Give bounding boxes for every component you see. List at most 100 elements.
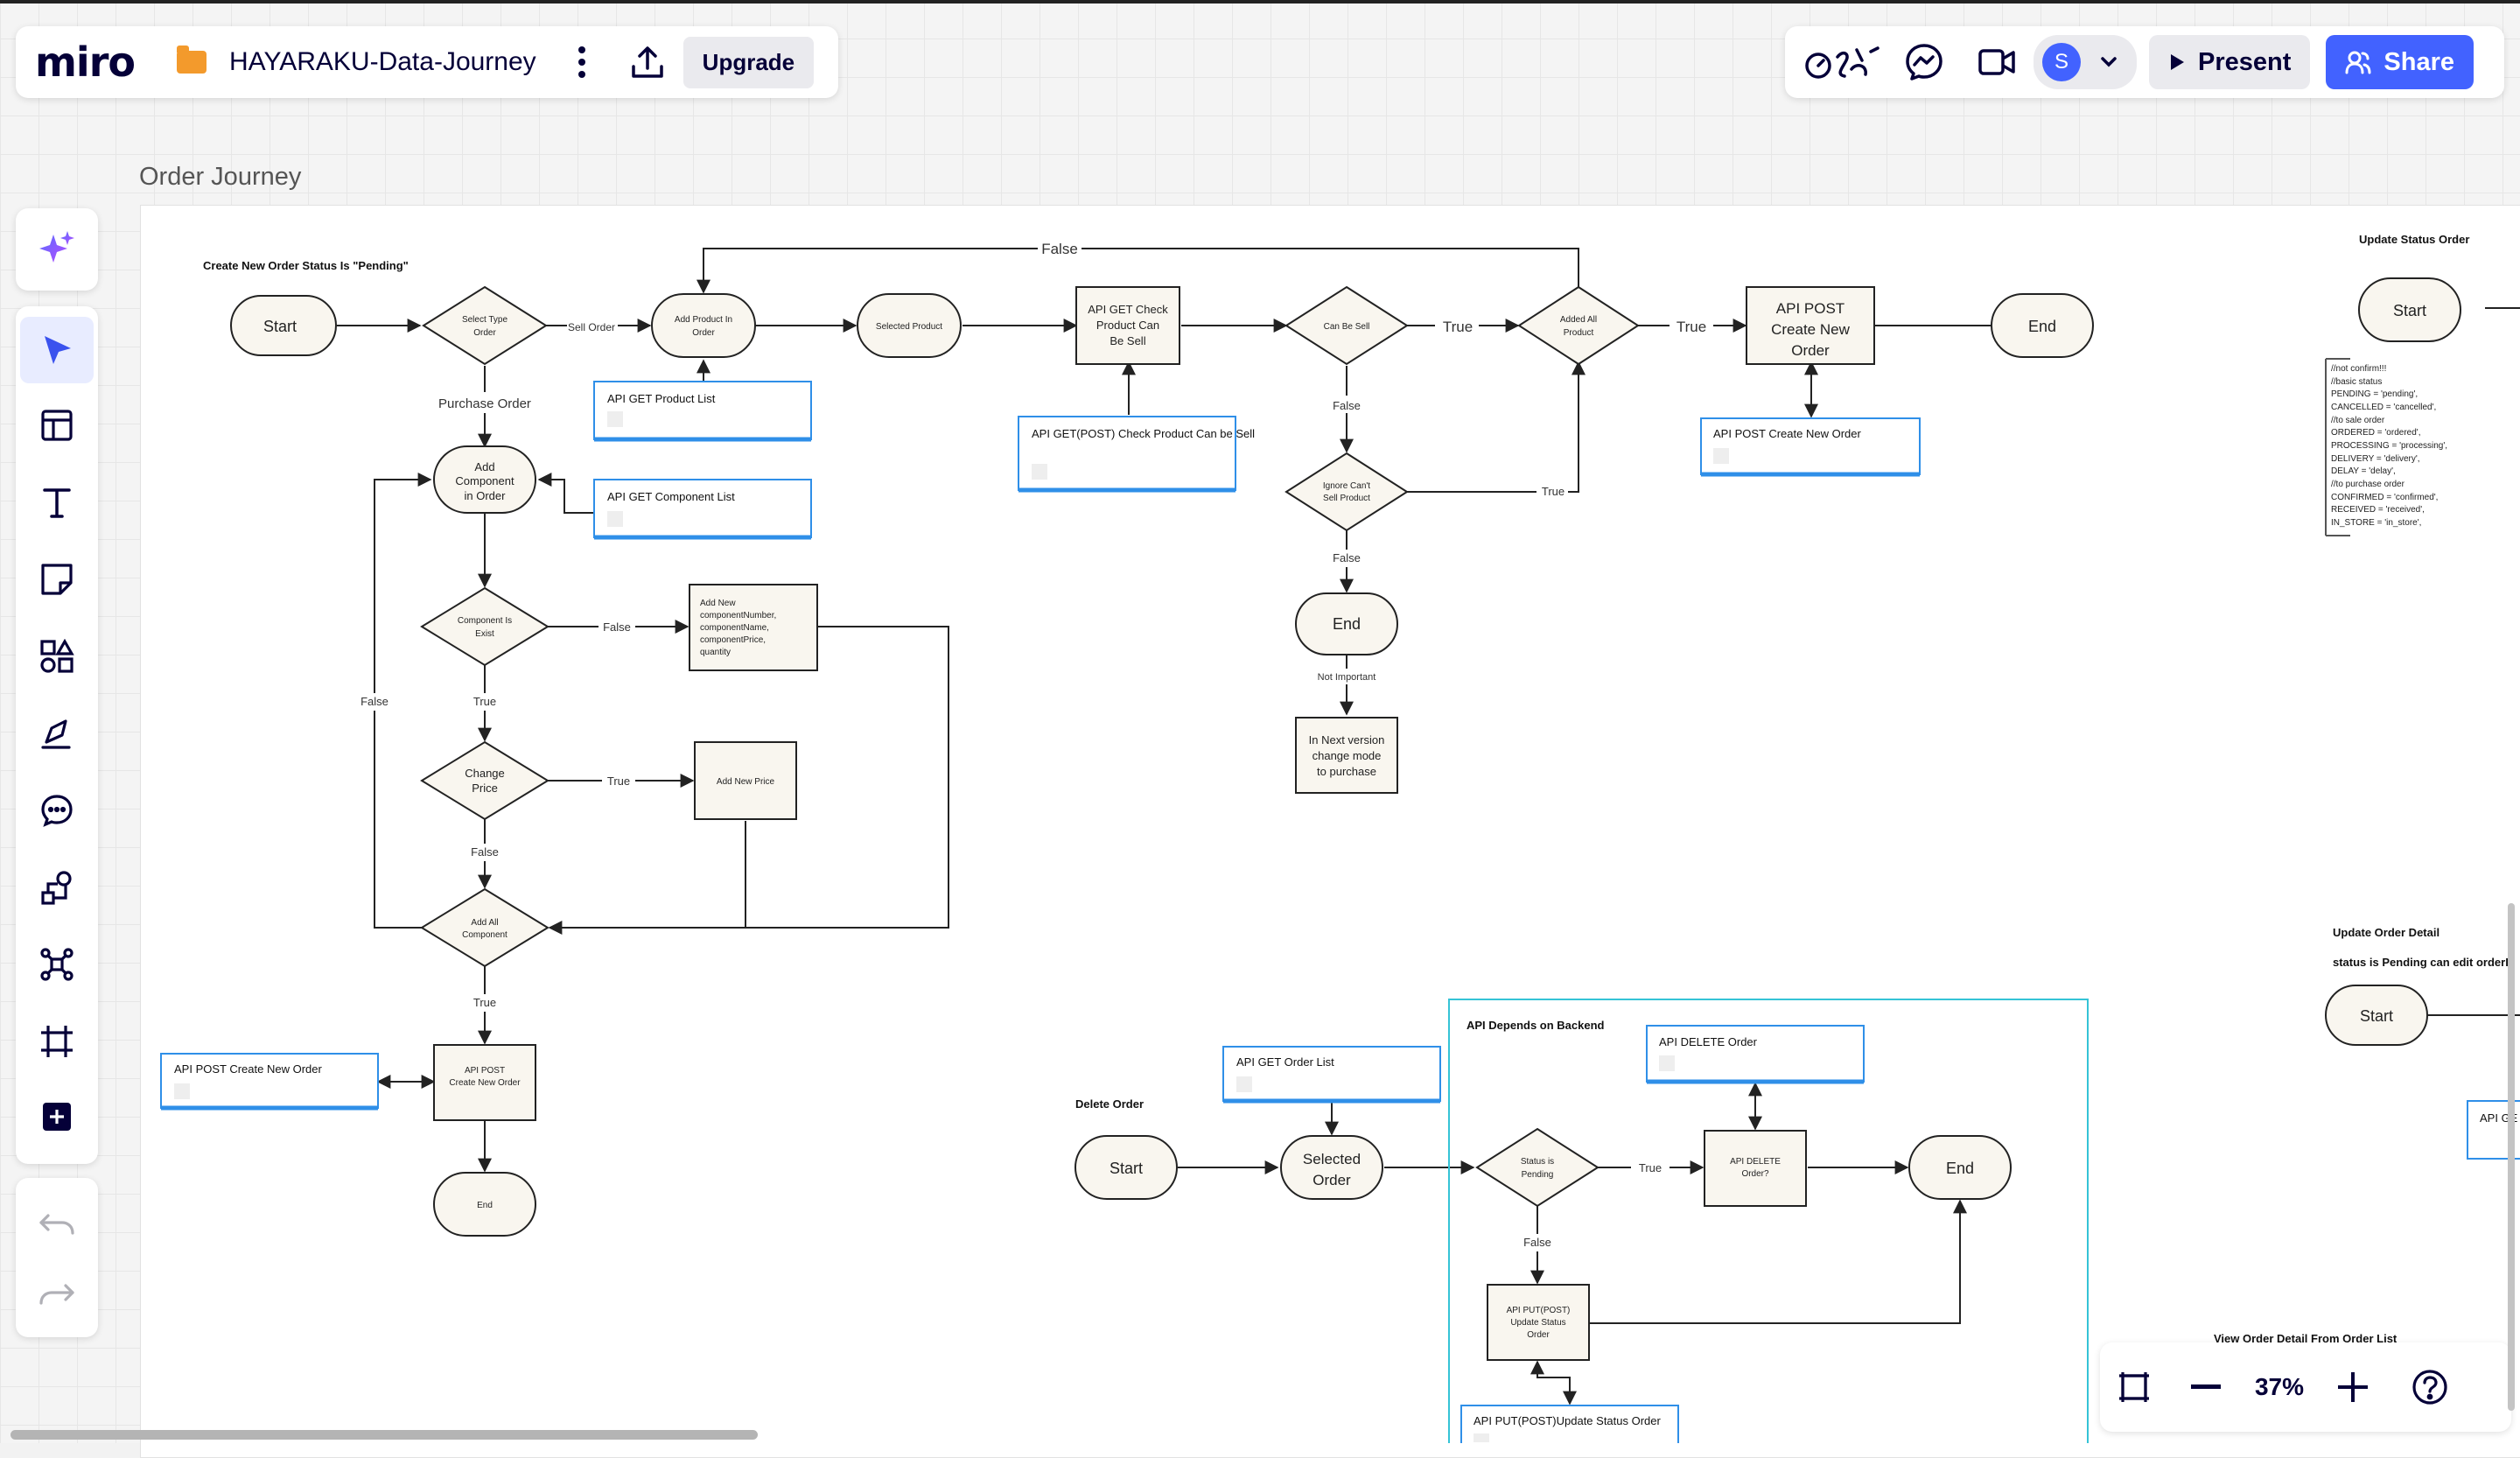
node-check-product-label-1: API GET Check xyxy=(1088,303,1168,316)
section-create-title: Create New Order Status Is "Pending" xyxy=(203,259,409,272)
chevron-down-icon[interactable] xyxy=(2100,56,2118,68)
fit-frame-icon[interactable] xyxy=(2116,1369,2152,1405)
pen-tool[interactable] xyxy=(20,700,94,767)
card-post-create: API POST Create New Order xyxy=(1700,417,1921,477)
section-api-depends-title: API Depends on Backend xyxy=(1466,1019,1605,1032)
node-next-version-label-3: to purchase xyxy=(1317,765,1376,778)
card-post-create-2: API POST Create New Order xyxy=(160,1053,379,1111)
horizontal-scrollbar[interactable] xyxy=(10,1430,758,1440)
zoom-in-icon[interactable] xyxy=(2338,1372,2368,1402)
node-api-post-label-2: Create New xyxy=(1771,321,1850,338)
zoom-bar: 37% xyxy=(2100,1342,2511,1432)
frame-tool[interactable] xyxy=(20,1008,94,1075)
node-add-component-label-1: Add xyxy=(474,460,494,473)
board-name[interactable]: HAYARAKU-Data-Journey xyxy=(229,47,536,76)
ai-assist-button[interactable] xyxy=(20,215,94,282)
help-icon[interactable] xyxy=(2412,1369,2448,1405)
user-menu[interactable]: S xyxy=(2034,35,2137,89)
node-selected-order-label-2: Order xyxy=(1312,1172,1351,1188)
node-component-exist-label-2: Exist xyxy=(475,629,494,639)
frame-icon xyxy=(41,1026,73,1057)
templates-tool[interactable] xyxy=(20,392,94,459)
more-tools-button[interactable] xyxy=(20,1083,94,1150)
label-false-can-sell: False xyxy=(1333,399,1361,412)
label-false-loop: False xyxy=(360,695,388,708)
node-selected-product-label: Selected Product xyxy=(876,322,942,332)
text-icon xyxy=(43,488,71,518)
play-icon xyxy=(2171,54,2184,70)
chat-icon[interactable] xyxy=(1904,42,1944,82)
comment-icon xyxy=(41,795,73,827)
node-api-put xyxy=(1487,1284,1590,1361)
node-added-all-label-2: Product xyxy=(1564,328,1594,338)
share-users-icon xyxy=(2345,51,2371,74)
card-put-label: API PUT(POST)Update Status Order xyxy=(1474,1414,1662,1427)
label-sell-order: Sell Order xyxy=(568,321,615,333)
code-line-9: DELAY = 'delay', xyxy=(2331,466,2396,476)
node-status-pending-label-2: Pending xyxy=(1522,1170,1554,1180)
comment-tool[interactable] xyxy=(20,777,94,844)
folder-icon[interactable] xyxy=(177,46,206,74)
more-vertical-icon[interactable] xyxy=(577,45,587,80)
zoom-level[interactable]: 37% xyxy=(2254,1373,2305,1400)
user-avatar[interactable]: S xyxy=(2042,43,2081,81)
node-add-component-label-3: in Order xyxy=(465,489,507,502)
node-component-exist xyxy=(420,586,550,667)
node-add-new-component-label-3: componentName, xyxy=(700,623,769,633)
order-journey-frame[interactable] xyxy=(140,205,2520,1458)
node-api-post-2-label-1: API POST xyxy=(465,1066,505,1076)
node-add-new-component-label-5: quantity xyxy=(700,648,731,657)
reactions-icon[interactable] xyxy=(1804,43,1881,81)
card-post-create-label: API POST Create New Order xyxy=(1713,427,1861,440)
export-upload-icon[interactable] xyxy=(629,44,666,81)
node-api-post-label-1: API POST xyxy=(1776,300,1844,317)
diagram-tool[interactable] xyxy=(20,854,94,921)
node-check-product xyxy=(1075,286,1180,365)
node-select-type xyxy=(422,285,548,366)
miro-logo[interactable]: miro xyxy=(35,39,136,86)
window-top-border xyxy=(0,0,2520,4)
code-line-6: ORDERED = 'ordered', xyxy=(2331,428,2420,438)
code-line-13: IN_STORE = 'in_store', xyxy=(2331,518,2421,528)
node-can-be-sell-label: Can Be Sell xyxy=(1324,322,1370,332)
label-false-exist: False xyxy=(603,620,631,634)
node-status-pending-label-1: Status is xyxy=(1521,1157,1554,1167)
code-line-11: CONFIRMED = 'confirmed', xyxy=(2331,493,2438,502)
sparkle-icon xyxy=(39,231,74,263)
present-button[interactable]: Present xyxy=(2149,35,2311,89)
section-delete-title: Delete Order xyxy=(1075,1097,1144,1111)
node-api-delete xyxy=(1704,1130,1807,1207)
video-call-icon[interactable] xyxy=(1978,47,2016,77)
node-selected-product xyxy=(857,293,962,358)
sticky-note-tool[interactable] xyxy=(20,546,94,613)
node-add-product-label-1: Add Product In xyxy=(675,315,732,325)
zoom-out-icon[interactable] xyxy=(2191,1384,2221,1390)
card-component-list: API GET Component List xyxy=(593,479,812,540)
label-true-price: True xyxy=(607,775,630,788)
node-add-new-component-label-1: Add New xyxy=(700,599,736,608)
ai-sidebar-panel xyxy=(16,208,98,291)
text-tool[interactable] xyxy=(20,469,94,536)
share-button[interactable]: Share xyxy=(2326,35,2474,89)
frame-title[interactable]: Order Journey xyxy=(139,163,302,191)
mind-map-tool[interactable] xyxy=(20,931,94,998)
node-add-all-component xyxy=(420,887,550,968)
code-line-3: PENDING = 'pending', xyxy=(2331,389,2418,399)
card-order-list-label: API GET Order List xyxy=(1236,1055,1334,1069)
vertical-scrollbar[interactable] xyxy=(2508,903,2515,1411)
node-api-post-create xyxy=(1746,286,1875,365)
undo-button[interactable] xyxy=(20,1190,94,1257)
node-add-product-label-2: Order xyxy=(692,328,715,338)
node-add-new-price-label: Add New Price xyxy=(717,777,775,787)
node-end-3 xyxy=(433,1172,536,1237)
upgrade-button[interactable]: Upgrade xyxy=(682,36,815,88)
node-ignore xyxy=(1284,452,1409,532)
node-next-version-label-1: In Next version xyxy=(1309,733,1385,747)
select-tool[interactable] xyxy=(20,317,94,383)
node-add-new-component-label-4: componentPrice, xyxy=(700,635,766,645)
shapes-tool[interactable] xyxy=(20,623,94,690)
node-end-2 xyxy=(1295,592,1398,655)
redo-button[interactable] xyxy=(20,1260,94,1327)
label-purchase-order: Purchase Order xyxy=(438,396,531,411)
